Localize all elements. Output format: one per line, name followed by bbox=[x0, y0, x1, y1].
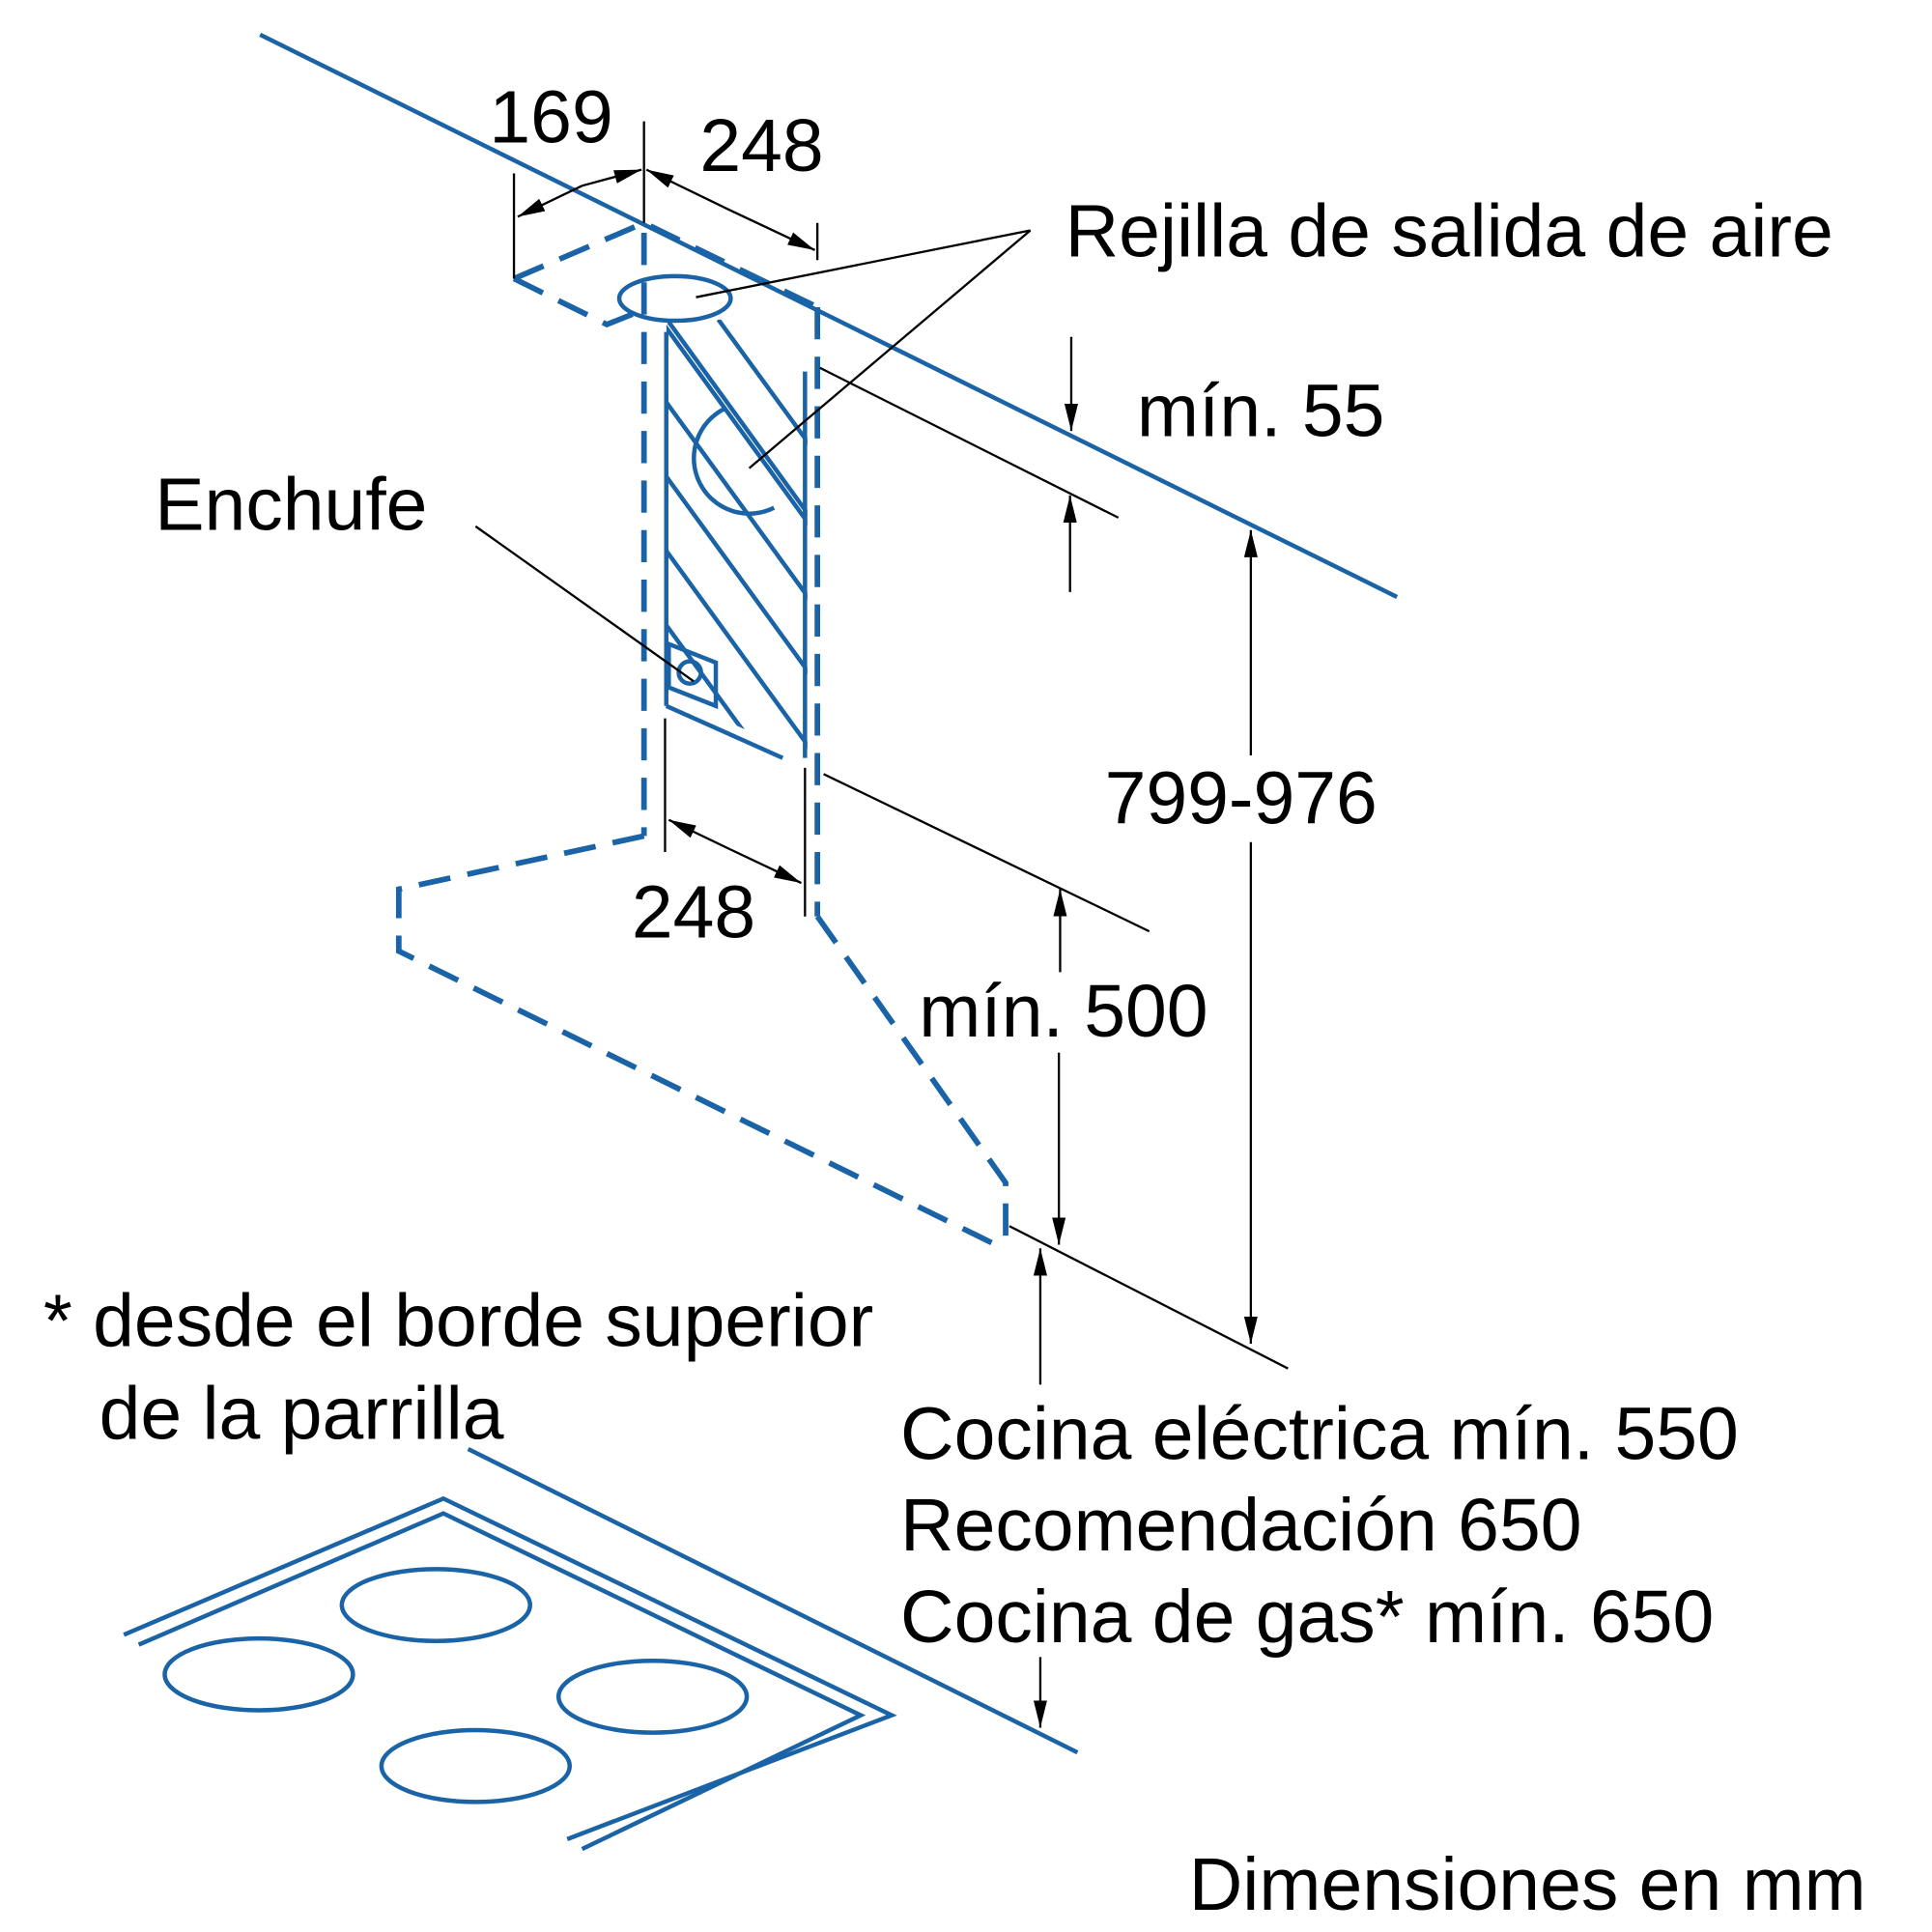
hood-body bbox=[395, 833, 1009, 1251]
burner bbox=[379, 1727, 572, 1804]
min-500-label: mín. 500 bbox=[919, 970, 1208, 1053]
burner bbox=[162, 1635, 355, 1713]
electric-cooktop-label: Cocina eléctrica mín. 550 bbox=[900, 1392, 1739, 1475]
min-55-label: mín. 55 bbox=[1137, 369, 1384, 452]
units-label: Dimensiones en mm bbox=[1189, 1843, 1866, 1926]
footnote-line-1: * desde el borde superior bbox=[43, 1280, 873, 1363]
hatch-area bbox=[666, 319, 808, 758]
dim-248-top-label: 248 bbox=[699, 104, 823, 187]
dim-248-bottom-label: 248 bbox=[632, 871, 755, 954]
dimension-lines bbox=[474, 121, 1289, 1728]
dim-799-976-label: 799-976 bbox=[1105, 757, 1378, 840]
chimney-duct bbox=[512, 219, 821, 917]
air-outlet-grille bbox=[616, 273, 733, 324]
gas-cooktop-label: Cocina de gas* mín. 650 bbox=[900, 1576, 1714, 1659]
burner bbox=[555, 1658, 750, 1735]
cooktop bbox=[123, 1446, 1079, 1852]
burner bbox=[339, 1567, 532, 1643]
socket-icon bbox=[667, 640, 719, 710]
dim-169-label: 169 bbox=[489, 75, 612, 158]
recommendation-label: Recomendación 650 bbox=[900, 1484, 1581, 1567]
air-outlet-label: Rejilla de salida de aire bbox=[1065, 189, 1833, 272]
socket-label: Enchufe bbox=[155, 464, 427, 547]
footnote-line-2: de la parrilla bbox=[99, 1373, 504, 1456]
wall-line bbox=[259, 32, 1399, 599]
